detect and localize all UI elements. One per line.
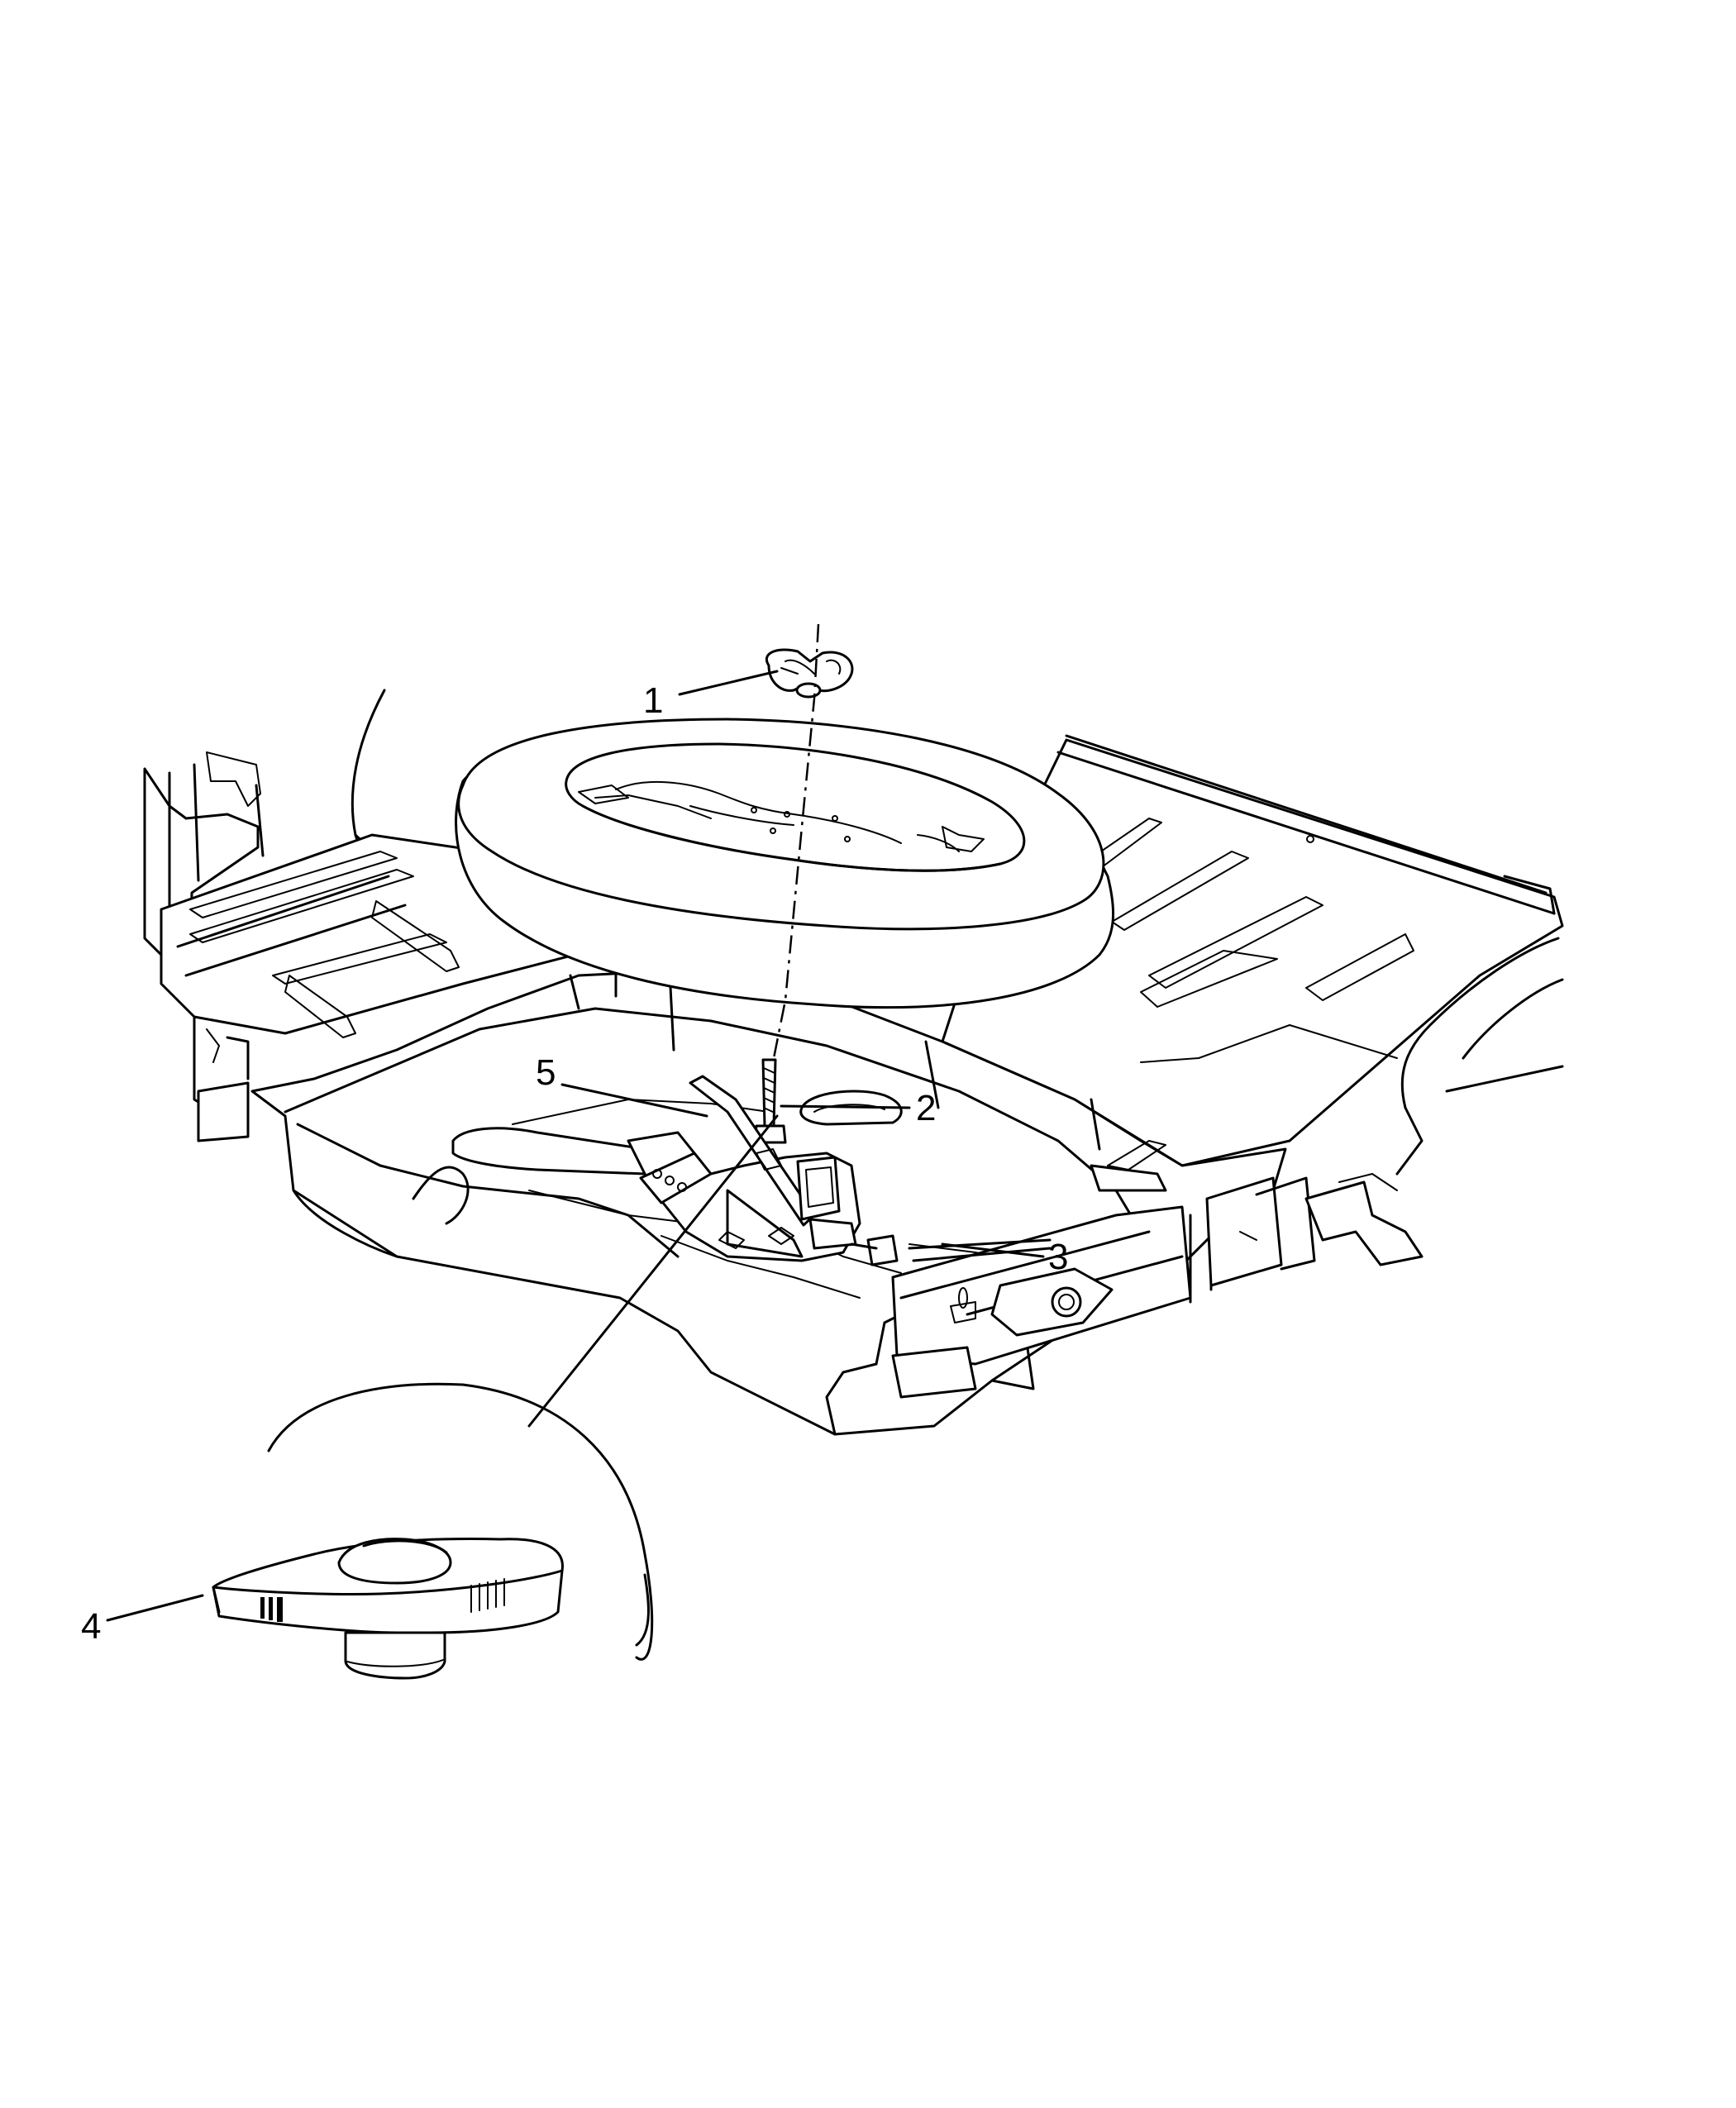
callout-4: 4: [81, 1606, 101, 1647]
rear-crossmember: [891, 1140, 1424, 1399]
leader-4: [106, 1594, 204, 1622]
callout-1: 1: [643, 680, 663, 721]
leader-5: [560, 1083, 708, 1118]
knob-grip-texture: [260, 1578, 505, 1622]
leader-3: [941, 1242, 1045, 1258]
detail-view: [212, 1114, 779, 1680]
wing-nut: [765, 648, 854, 699]
callout-3: 3: [1048, 1237, 1068, 1277]
leader-2: [780, 1104, 911, 1109]
callout-5: 5: [536, 1052, 556, 1093]
leader-1: [678, 670, 779, 696]
callout-leaders: [106, 670, 1045, 1622]
spare-tire: [455, 718, 1114, 1009]
assembly-centerline: [772, 623, 820, 1059]
callout-2: 2: [916, 1088, 936, 1128]
